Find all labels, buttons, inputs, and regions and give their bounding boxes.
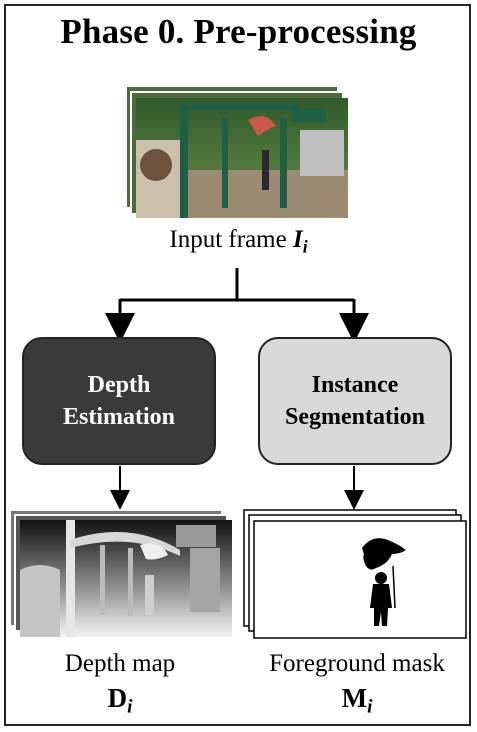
- depth-estimation-line1: Depth: [87, 371, 151, 398]
- depth-estimation-box: Depth Estimation: [22, 337, 216, 465]
- depth-map-caption: Depth map: [64, 650, 176, 677]
- instance-segmentation-line2: Segmentation: [285, 404, 425, 430]
- depth-map-stack: [9, 509, 232, 637]
- input-frame-symbol: Ii: [292, 226, 308, 257]
- foreground-mask-image: [253, 520, 467, 639]
- input-frame-stack: [125, 85, 348, 218]
- foreground-mask-symbol: Mi: [341, 683, 373, 718]
- depth-map-symbol: Di: [107, 683, 133, 718]
- input-frame-photo: [136, 98, 348, 218]
- instance-segmentation-line1: Instance: [311, 371, 399, 398]
- depth-map-image: [20, 520, 232, 637]
- split-connector: [105, 268, 369, 343]
- diagram-frame: [4, 4, 471, 726]
- diagram-title: Phase 0. Pre-processing: [60, 12, 417, 51]
- foreground-mask-stack: [243, 509, 467, 639]
- instance-segmentation-box: Instance Segmentation: [258, 337, 452, 465]
- input-frame-caption: Input frame Ii: [169, 226, 308, 257]
- foreground-mask-caption: Foreground mask: [269, 650, 445, 677]
- depth-estimation-line2: Estimation: [62, 404, 175, 430]
